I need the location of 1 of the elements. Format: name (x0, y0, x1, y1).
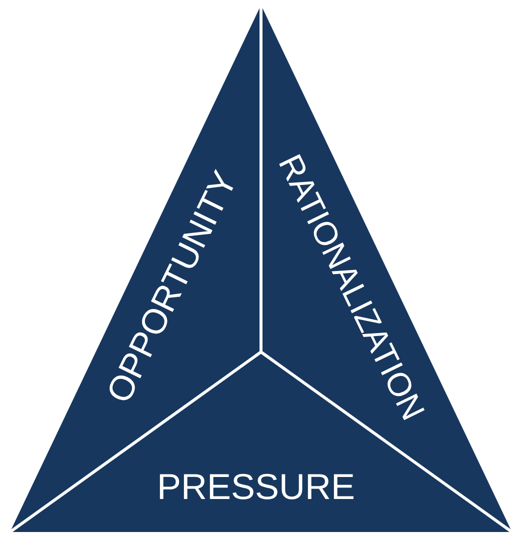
segment-label: PRESSURE (156, 469, 356, 505)
